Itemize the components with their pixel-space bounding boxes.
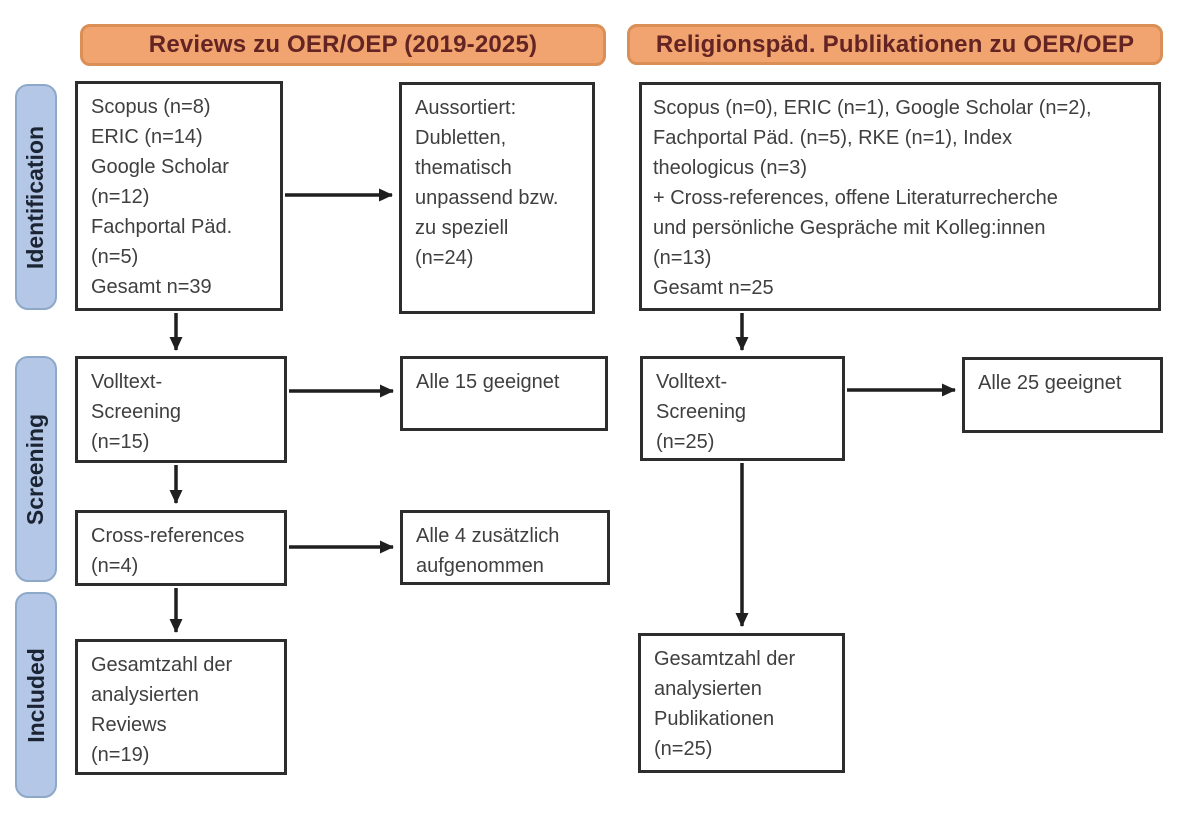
box-left-crossreferences: Cross-references (n=4) [75,510,287,586]
box-left-included-total: Gesamtzahl der analysierten Reviews (n=1… [75,639,287,775]
box-left-sources: Scopus (n=8) ERIC (n=14) Google Scholar … [75,81,283,311]
stage-label-screening: Screening [15,356,57,582]
box-left-crossreferences-result: Alle 4 zusätzlich aufgenommen [400,510,610,585]
box-left-excluded: Aussortiert: Dubletten, thematisch unpas… [399,82,595,314]
box-right-fulltext-screening: Volltext- Screening (n=25) [640,356,845,461]
stage-label-included: Included [15,592,57,798]
box-right-fulltext-result: Alle 25 geeignet [962,357,1163,433]
stage-label-identification: Identification [15,84,57,310]
box-right-included-total: Gesamtzahl der analysierten Publikatione… [638,633,845,773]
stage-label-identification-text: Identification [22,125,49,269]
box-right-sources: Scopus (n=0), ERIC (n=1), Google Scholar… [639,82,1161,311]
stage-label-included-text: Included [22,647,49,743]
column-header-reviews: Reviews zu OER/OEP (2019-2025) [80,24,606,66]
box-left-fulltext-result: Alle 15 geeignet [400,356,608,431]
column-header-religionspaed: Religionspäd. Publikationen zu OER/OEP [627,24,1163,65]
box-left-fulltext-screening: Volltext- Screening (n=15) [75,356,287,463]
stage-label-screening-text: Screening [22,413,49,525]
